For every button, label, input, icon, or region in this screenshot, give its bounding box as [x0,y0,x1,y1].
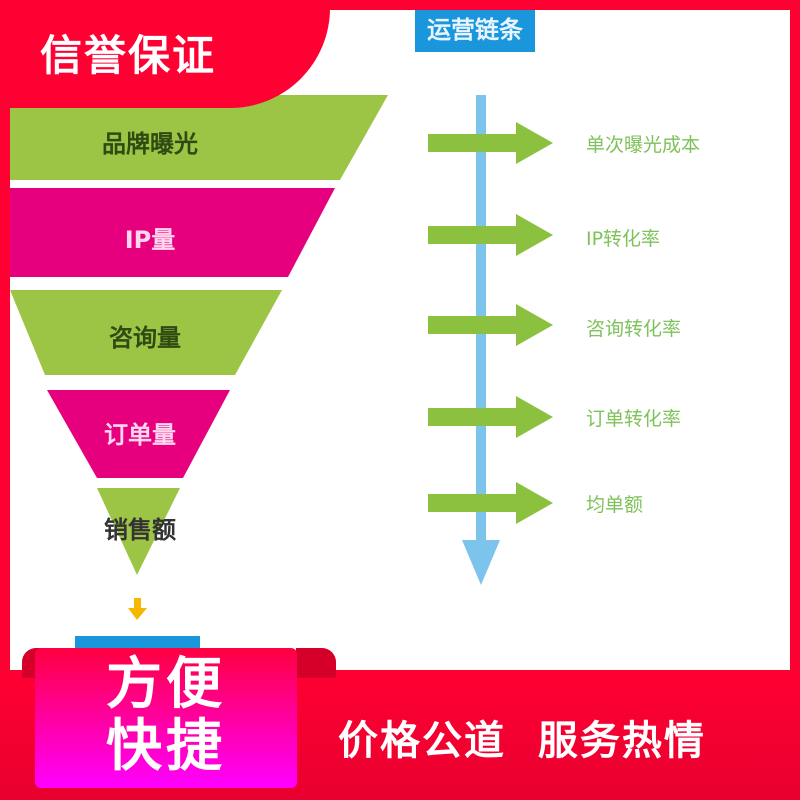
funnel-stage-5-shape [97,488,180,575]
metric-label-2: IP转化率 [586,228,661,250]
down-arrow-icon [128,598,147,620]
funnel-stage-5-label: 销售额 [104,516,176,544]
metric-arrow-icon-2 [428,214,553,256]
funnel-stage-1-shape [10,95,388,180]
ribbon-line-1: 方便 [106,652,226,717]
metric-label-5: 均单额 [586,494,644,516]
metric-arrow-icon-3 [428,304,553,346]
slogan-text: 价格公道 服务热情 [338,718,706,764]
funnel-stage-3-label: 咨询量 [109,324,181,352]
funnel-stage-3-shape [10,290,282,375]
funnel-stage-4-shape [47,390,230,478]
metric-label-1: 单次曝光成本 [586,134,701,156]
funnel-stage-2-shape [10,188,335,277]
ribbon-line-2: 快捷 [106,714,226,779]
top-banner: 信誉保证 [0,0,330,108]
metric-arrow-icon-5 [428,482,553,524]
metric-label-4: 订单转化率 [586,408,682,430]
convenience-ribbon: 方便 快捷 [35,648,297,788]
chain-title: 运营链条 [415,10,535,52]
metric-label-3: 咨询转化率 [586,318,682,340]
funnel-stage-4-label: 订单量 [104,421,176,449]
funnel-stage-2-label: IP量 [124,226,176,254]
top-banner-title: 信誉保证 [40,31,217,80]
metric-arrow-icon-4 [428,396,553,438]
ribbon-curl-right [296,648,336,678]
funnel-stage-1-label: 品牌曝光 [102,130,198,158]
metric-arrow-icon-1 [428,122,553,164]
